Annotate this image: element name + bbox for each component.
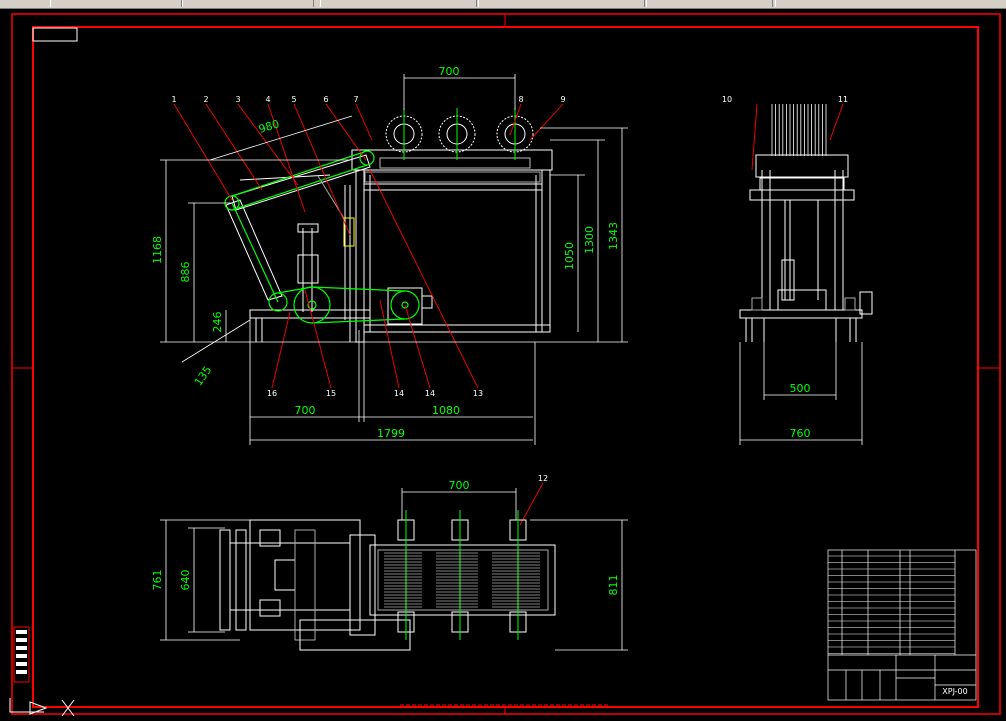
dim-761: 761 (151, 570, 164, 591)
dim-1168: 1168 (151, 236, 164, 264)
dim-246: 246 (211, 312, 224, 333)
plan-view-brush-bristles (384, 552, 540, 608)
balloon-2: 2 (203, 95, 208, 104)
front-dimension-lines (160, 74, 628, 445)
dim-500: 500 (790, 382, 811, 395)
dim-1050: 1050 (563, 242, 576, 270)
title-block (827, 549, 977, 701)
dim-760: 760 (790, 427, 811, 440)
balloon-12: 12 (538, 474, 548, 483)
balloon-8: 8 (518, 95, 523, 104)
balloon-10: 10 (722, 95, 732, 104)
balloon-11: 11 (838, 95, 848, 104)
toolbar-segment[interactable] (50, 0, 182, 7)
drawing-border (11, 13, 1001, 715)
plan-view-dimensions (160, 488, 628, 651)
plan-view (219, 510, 556, 651)
toolbar-segment[interactable] (775, 0, 1006, 7)
front-leaders (173, 103, 844, 526)
application-toolbar-strip (0, 0, 1006, 9)
side-view-dimensions (739, 342, 863, 445)
front-part-balloons: 1 2 3 4 5 6 7 8 9 16 15 14 14 13 (171, 95, 565, 398)
dim-700-bottom: 700 (295, 404, 316, 417)
balloon-3: 3 (235, 95, 240, 104)
cad-drawing-canvas[interactable]: 700 980 1168 886 246 135 1050 1300 1343 … (0, 8, 1006, 721)
dim-811: 811 (607, 575, 620, 596)
balloon-13: 13 (473, 389, 483, 398)
toolbar-segment[interactable] (646, 0, 773, 7)
dim-640: 640 (179, 570, 192, 591)
balloon-1: 1 (171, 95, 176, 104)
toolbar-segment[interactable] (478, 0, 645, 7)
balloon-14b: 14 (425, 389, 435, 398)
dim-980: 980 (257, 117, 281, 136)
plan-dim-700: 700 (449, 479, 470, 492)
balloon-7: 7 (353, 95, 358, 104)
side-view-brush (771, 104, 827, 156)
toolbar-segment[interactable] (320, 0, 477, 7)
side-view (739, 154, 873, 342)
left-zone-marks (13, 626, 30, 683)
dim-1300: 1300 (583, 226, 596, 254)
balloon-16: 16 (267, 389, 277, 398)
dim-1343: 1343 (607, 222, 620, 250)
drawing-code: XPJ-00 (942, 687, 967, 696)
front-view-pulleys (224, 150, 420, 324)
dim-1080: 1080 (432, 404, 460, 417)
dim-1799: 1799 (377, 427, 405, 440)
front-view (249, 149, 553, 343)
balloon-6: 6 (323, 95, 328, 104)
ucs-icon (9, 698, 75, 717)
toolbar-segment[interactable] (182, 0, 314, 7)
balloon-14a: 14 (394, 389, 404, 398)
dim-886: 886 (179, 262, 192, 283)
dim-700-top: 700 (439, 65, 460, 78)
balloon-5: 5 (291, 95, 296, 104)
balloon-4: 4 (265, 95, 270, 104)
title-block-rows (828, 555, 955, 654)
balloon-9: 9 (560, 95, 565, 104)
brush-rollers-front (385, 108, 534, 160)
dim-135: 135 (192, 364, 215, 389)
balloon-15: 15 (326, 389, 336, 398)
